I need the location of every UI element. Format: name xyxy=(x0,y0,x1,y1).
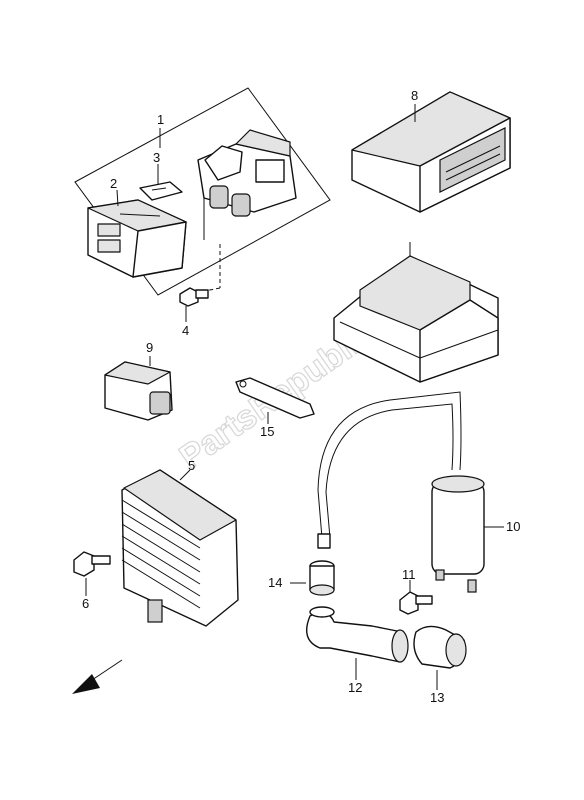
callout-2: 2 xyxy=(110,176,117,191)
callout-15: 15 xyxy=(260,424,274,439)
callout-3: 3 xyxy=(153,150,160,165)
callout-5: 5 xyxy=(188,458,195,473)
starter-relay[interactable] xyxy=(87,199,187,278)
callout-8: 8 xyxy=(411,88,418,103)
relay-block[interactable] xyxy=(197,129,297,240)
callout-11: 11 xyxy=(402,567,416,582)
grommet[interactable] xyxy=(290,560,335,596)
callout-10: 10 xyxy=(506,519,520,534)
callout-1: 1 xyxy=(157,112,164,127)
regulator-rectifier[interactable] xyxy=(121,469,239,627)
relay-box-assembly[interactable] xyxy=(74,87,331,296)
callout-13: 13 xyxy=(430,690,444,705)
ignition-coil[interactable] xyxy=(317,391,504,593)
screw[interactable] xyxy=(73,551,111,596)
callout-6: 6 xyxy=(82,596,89,611)
callout-4: 4 xyxy=(182,323,189,338)
bolt[interactable] xyxy=(179,244,221,322)
fuse[interactable] xyxy=(139,181,183,201)
front-direction-arrow xyxy=(72,659,123,694)
spark-plug-cap[interactable] xyxy=(306,606,409,680)
relay[interactable] xyxy=(104,356,173,421)
ecm-cover[interactable] xyxy=(333,242,499,383)
ecm-unit[interactable] xyxy=(351,91,511,213)
plug-cap-cover[interactable] xyxy=(413,625,467,690)
clamp[interactable] xyxy=(235,377,315,424)
callout-9: 9 xyxy=(146,340,153,355)
callout-12: 12 xyxy=(348,680,362,695)
callout-14: 14 xyxy=(268,575,282,590)
screw-coil[interactable] xyxy=(399,580,433,615)
